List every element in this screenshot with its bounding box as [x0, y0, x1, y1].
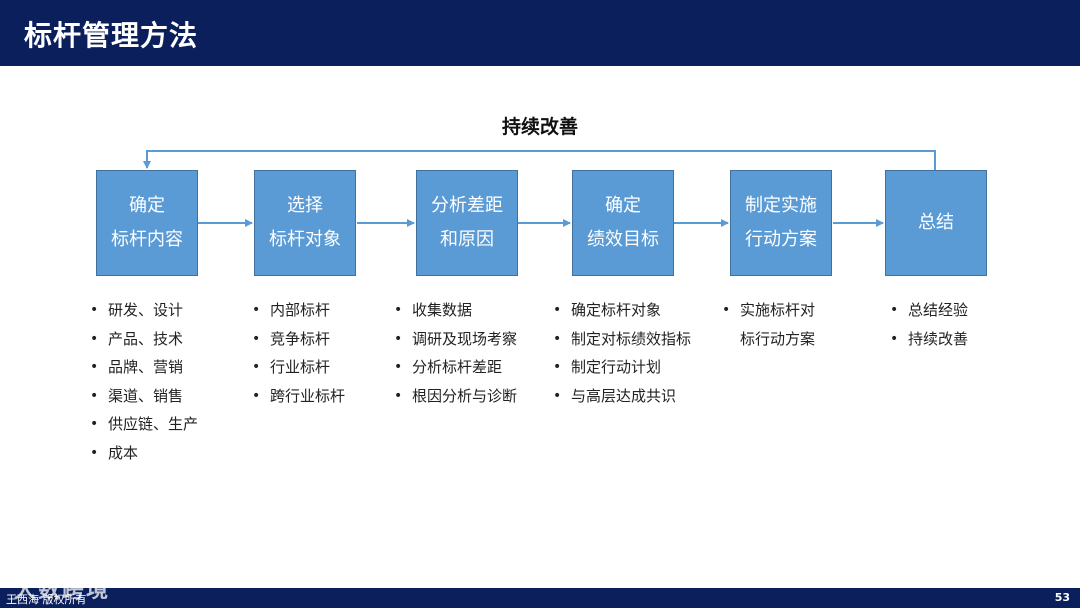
step-3-line-1: 分析差距: [431, 195, 503, 216]
step-4-line-2: 绩效目标: [587, 229, 659, 250]
list-item: 行业标杆: [252, 353, 345, 382]
step-1-line-2: 标杆内容: [111, 229, 183, 250]
step-box-5: 制定实施 行动方案: [730, 170, 832, 276]
step-2-list: 内部标杆 竞争标杆 行业标杆 跨行业标杆: [252, 296, 345, 410]
list-item: 实施标杆对: [722, 296, 815, 325]
step-3-list: 收集数据 调研及现场考察 分析标杆差距 根因分析与诊断: [394, 296, 517, 410]
step-2-line-2: 标杆对象: [269, 229, 341, 250]
step-3-line-2: 和原因: [440, 229, 494, 250]
list-item: 根因分析与诊断: [394, 382, 517, 411]
list-item: 品牌、营销: [90, 353, 198, 382]
list-item: 总结经验: [890, 296, 968, 325]
step-box-1: 确定 标杆内容: [96, 170, 198, 276]
page-title: 标杆管理方法: [24, 19, 199, 52]
step-6-line-1: 总结: [918, 212, 954, 233]
list-item: 供应链、生产: [90, 410, 198, 439]
list-item: 竞争标杆: [252, 325, 345, 354]
list-item: 研发、设计: [90, 296, 198, 325]
list-item: 标行动方案: [740, 329, 816, 348]
list-item: 确定标杆对象: [553, 296, 691, 325]
step-5-list: 实施标杆对 标行动方案: [722, 296, 815, 353]
copyright-text: 王西海 版权所有: [6, 593, 87, 606]
list-item: 收集数据: [394, 296, 517, 325]
watermark-logo: 大数跨境: [14, 578, 111, 603]
step-5-line-2: 行动方案: [745, 229, 817, 250]
list-item: 产品、技术: [90, 325, 198, 354]
list-item: 持续改善: [890, 325, 968, 354]
step-box-2: 选择 标杆对象: [254, 170, 356, 276]
loop-label: 持续改善: [501, 116, 578, 138]
step-box-4: 确定 绩效目标: [572, 170, 674, 276]
list-item: 制定行动计划: [553, 353, 691, 382]
step-4-line-1: 确定: [605, 195, 641, 216]
feedback-loop-arrow: [143, 150, 936, 170]
list-item: 制定对标绩效指标: [553, 325, 691, 354]
list-item: 成本: [90, 439, 198, 468]
step-5-line-1: 制定实施: [745, 195, 817, 216]
step-1-list: 研发、设计 产品、技术 品牌、营销 渠道、销售 供应链、生产 成本: [90, 296, 198, 467]
list-item: 分析标杆差距: [394, 353, 517, 382]
list-item: 渠道、销售: [90, 382, 198, 411]
step-4-list: 确定标杆对象 制定对标绩效指标 制定行动计划 与高层达成共识: [553, 296, 691, 410]
list-item: 调研及现场考察: [394, 325, 517, 354]
header-bar: 标杆管理方法: [0, 0, 1080, 66]
list-item: 内部标杆: [252, 296, 345, 325]
step-1-line-1: 确定: [129, 195, 165, 216]
step-box-6: 总结: [885, 170, 987, 276]
footer-bar: 王西海 版权所有 53: [0, 588, 1080, 608]
step-6-list: 总结经验 持续改善: [890, 296, 968, 353]
step-2-line-1: 选择: [287, 195, 323, 216]
step-box-3: 分析差距 和原因: [416, 170, 518, 276]
page-number: 53: [1054, 591, 1070, 604]
list-item: 与高层达成共识: [553, 382, 691, 411]
list-item: 跨行业标杆: [252, 382, 345, 411]
